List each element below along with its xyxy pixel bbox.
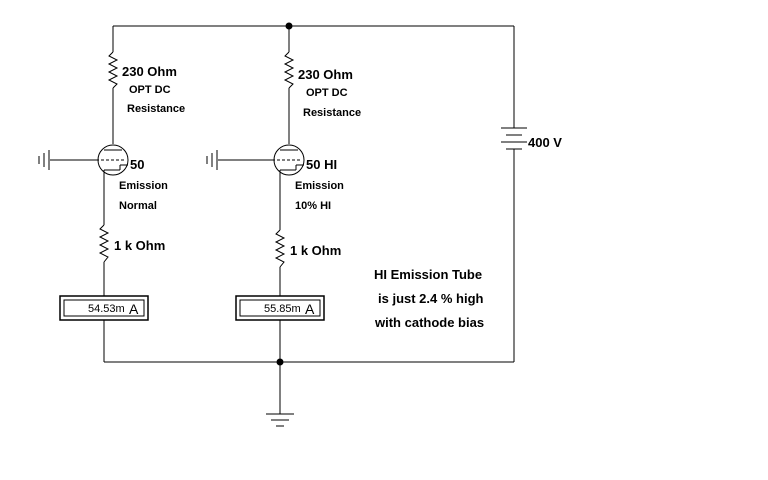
left-grid-ground-symbol <box>38 150 50 170</box>
right-tube-note-2: 10% HI <box>295 200 331 212</box>
left-tube-note-2: Normal <box>119 200 157 212</box>
right-tube-name: 50 HI <box>306 157 337 172</box>
left-ammeter-unit: A <box>129 301 139 317</box>
top-junction-dot <box>285 22 293 30</box>
ground-symbol <box>266 413 294 427</box>
right-ammeter-reading: 55.85m <box>264 303 301 315</box>
left-tube-name: 50 <box>130 157 144 172</box>
right-cathode-resistor-value: 1 k Ohm <box>290 243 341 258</box>
note-line-3: with cathode bias <box>374 315 484 330</box>
right-ammeter-unit: A <box>305 301 315 317</box>
left-load-resistor-note-2: Resistance <box>127 103 185 115</box>
right-load-resistor-note-1: OPT DC <box>306 87 348 99</box>
left-ammeter-reading: 54.53m <box>88 303 125 315</box>
left-ammeter: 54.53m A <box>59 295 149 321</box>
right-cathode-resistor <box>274 229 286 268</box>
left-cathode-resistor-value: 1 k Ohm <box>114 238 165 253</box>
left-load-resistor-value: 230 Ohm <box>122 64 177 79</box>
left-triode-tube <box>96 144 129 176</box>
right-triode-tube <box>272 144 305 176</box>
right-load-resistor-note-2: Resistance <box>303 107 361 119</box>
right-load-resistor <box>283 51 295 89</box>
battery-voltage-label: 400 V <box>528 135 562 150</box>
note-line-1: HI Emission Tube <box>374 267 482 282</box>
right-tube-note-1: Emission <box>295 180 344 192</box>
left-load-resistor <box>107 51 119 89</box>
left-load-resistor-note-1: OPT DC <box>129 84 171 96</box>
right-ammeter: 55.85m A <box>235 295 325 321</box>
left-tube-note-1: Emission <box>119 180 168 192</box>
right-grid-ground-symbol <box>206 150 218 170</box>
left-cathode-resistor <box>98 224 110 263</box>
right-load-resistor-value: 230 Ohm <box>298 67 353 82</box>
battery-symbol <box>501 26 527 362</box>
note-line-2: is just 2.4 % high <box>378 291 484 306</box>
top-rail-wire <box>112 25 514 52</box>
